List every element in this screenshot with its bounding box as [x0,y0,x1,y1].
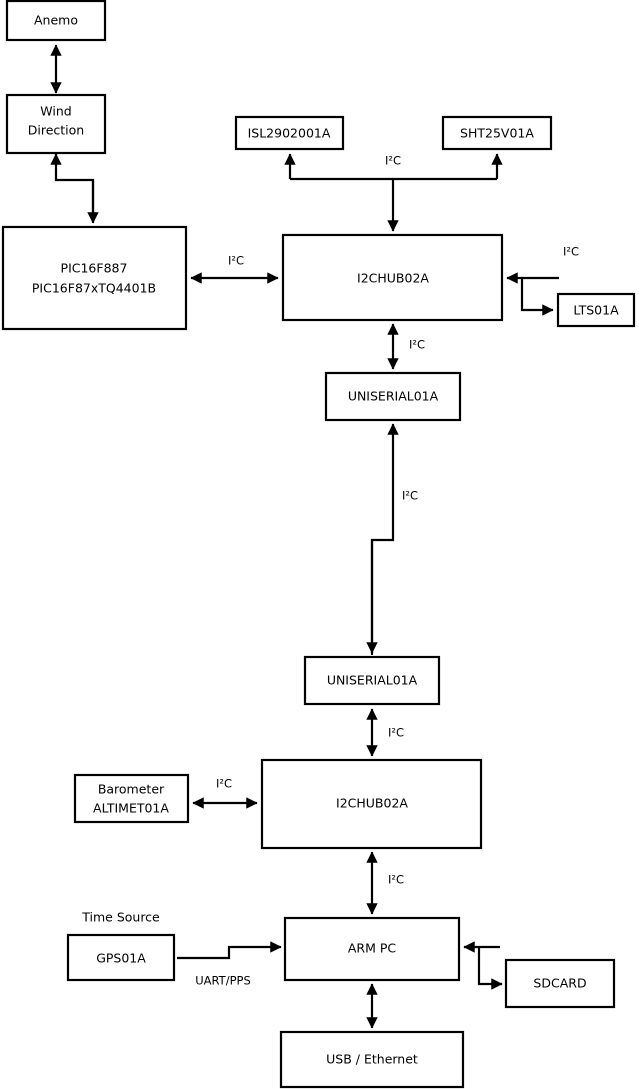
edge-label-uniserial-link: I²C [402,489,418,503]
edge-pic-wind [50,153,95,222]
node-uniserial01a-top-label: UNISERIAL01A [348,389,439,404]
edge-label-pic-hub: I²C [228,254,244,268]
node-i2chub02a-top[interactable]: I2CHUB02A [281,233,504,322]
node-pic-label-line1: PIC16F887 [61,261,128,276]
node-isl2902001a[interactable]: ISL2902001A [234,115,345,151]
node-uniserial01a-bottom-label: UNISERIAL01A [327,673,418,688]
node-uniserial01a-top[interactable]: UNISERIAL01A [324,371,462,422]
node-lts01a-label: LTS01A [573,303,619,318]
node-sht25v01a-label: SHT25V01A [460,126,534,141]
edge-label-uniserial-hub2: I²C [388,726,404,740]
label-time-source: Time Source [81,910,160,925]
edge-uniserial-link-up [370,423,399,655]
node-anemo[interactable]: Anemo [5,0,107,42]
node-barometer[interactable]: Barometer ALTIMET01A [73,773,190,824]
node-gps01a-label: GPS01A [96,951,146,966]
edge-label-gps-arm: UART/PPS [195,974,251,988]
node-barometer-label-line1: Barometer [98,782,165,797]
edge-label-hub-sensors: I²C [385,154,401,168]
node-wind-direction-label-line2: Direction [28,123,84,138]
node-arm-pc[interactable]: ARM PC [283,916,461,982]
edge-label-hub-lts: I²C [563,245,579,259]
node-wind-direction[interactable]: Wind Direction [5,93,107,155]
node-arm-pc-label: ARM PC [348,941,397,956]
node-wind-direction-label-line1: Wind [40,104,71,119]
edge-label-hub-uniserial: I²C [409,338,425,352]
node-lts01a[interactable]: LTS01A [556,292,636,328]
edge-arm-sdcard-out [477,947,503,990]
node-anemo-label: Anemo [34,13,78,28]
node-pic-mcu[interactable]: PIC16F887 PIC16F87xTQ4401B [1,225,188,331]
node-sdcard[interactable]: SDCARD [504,958,616,1009]
edge-label-hub2-arm: I²C [388,873,404,887]
edge-gps-arm [177,941,282,960]
node-usb-ethernet[interactable]: USB / Ethernet [279,1030,465,1089]
edge-label-barometer-hub2: I²C [216,777,232,791]
node-pic-label-line2: PIC16F87xTQ4401B [32,281,156,296]
node-i2chub02a-bottom[interactable]: I2CHUB02A [260,758,483,850]
node-i2chub02a-bottom-label: I2CHUB02A [336,796,408,811]
node-uniserial01a-bottom[interactable]: UNISERIAL01A [303,655,441,706]
node-sht25v01a[interactable]: SHT25V01A [441,115,553,151]
node-usb-ethernet-label: USB / Ethernet [326,1052,418,1067]
node-i2chub02a-top-label: I2CHUB02A [357,271,429,286]
node-gps01a[interactable]: GPS01A [66,933,176,982]
node-barometer-label-line2: ALTIMET01A [93,801,169,816]
edge-hub-to-lts-out [520,278,554,316]
node-isl2902001a-label: ISL2902001A [248,126,331,141]
node-sdcard-label: SDCARD [533,976,586,991]
